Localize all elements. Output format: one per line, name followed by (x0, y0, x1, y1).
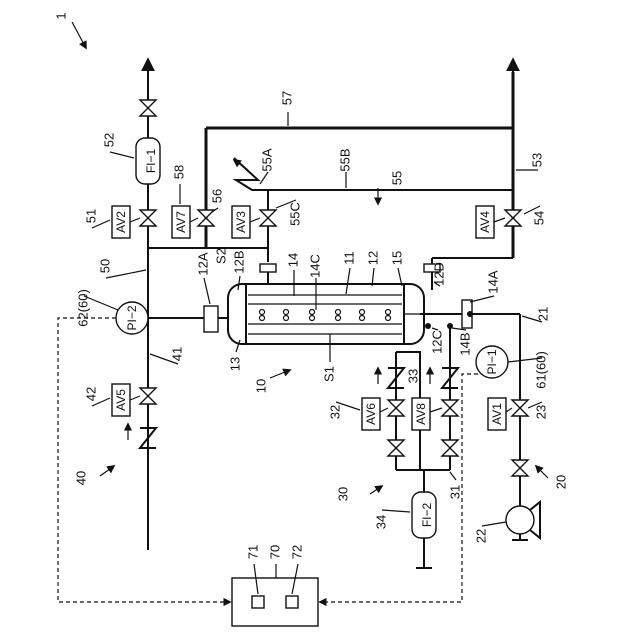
controller-70 (232, 578, 318, 626)
label-62: 62(60) (75, 289, 90, 327)
pump-22 (506, 502, 540, 538)
flange-12A (204, 306, 218, 332)
tag-AV7: AV7 (174, 211, 188, 233)
valve-32 (388, 400, 404, 416)
label-55A: 55A (259, 148, 274, 171)
label-15: 15 (389, 251, 404, 265)
unit-71 (252, 596, 264, 608)
label-33: 33 (405, 369, 420, 383)
label-34: 34 (373, 515, 388, 529)
reference-numerals: 1 57 52 58 55A 55B 55 53 56 55C 51 54 50… (53, 12, 568, 559)
label-57: 57 (279, 91, 294, 105)
label-12D: 12D (431, 262, 446, 286)
label-11: 11 (341, 251, 356, 265)
valve-33 (442, 400, 458, 416)
valve-51 (140, 210, 156, 226)
label-56: 56 (209, 189, 224, 203)
tag-AV5: AV5 (114, 389, 128, 411)
label-40: 40 (73, 471, 88, 485)
label-50: 50 (97, 259, 112, 273)
label-21: 21 (535, 307, 550, 321)
label-54: 54 (531, 211, 546, 225)
label-23: 23 (533, 405, 548, 419)
label-10: 10 (253, 379, 268, 393)
label-53: 53 (529, 153, 544, 167)
label-S2: S2 (213, 248, 228, 264)
valve-31b (442, 440, 458, 456)
tag-PI2: PI−2 (125, 305, 139, 330)
hollow-fibres (260, 310, 391, 321)
label-14: 14 (285, 253, 300, 267)
label-32: 32 (327, 405, 342, 419)
label-51: 51 (83, 209, 98, 223)
vessel-shell (228, 284, 424, 344)
tag-AV2: AV2 (114, 211, 128, 233)
label-12A: 12A (195, 252, 210, 275)
tag-AV6: AV6 (364, 403, 378, 425)
tag-PI1: PI−1 (485, 349, 499, 374)
label-13: 13 (227, 357, 242, 371)
valve-31a (388, 440, 404, 456)
label-58: 58 (171, 165, 186, 179)
label-14B: 14B (457, 332, 472, 355)
label-61: 61(60) (533, 351, 548, 389)
unit-72 (286, 596, 298, 608)
label-42: 42 (83, 387, 98, 401)
valve-top-left (140, 100, 156, 116)
label-12C: 12C (429, 330, 444, 354)
valve-20 (512, 460, 528, 476)
label-14A: 14A (485, 270, 500, 293)
label-31: 31 (447, 485, 462, 499)
label-12B: 12B (231, 250, 246, 273)
label-41: 41 (169, 347, 184, 361)
controller-box (232, 578, 318, 626)
label-fig: 1 (53, 12, 68, 19)
label-22: 22 (473, 529, 488, 543)
port-12B (260, 264, 276, 272)
valve-55C (260, 210, 276, 226)
label-55: 55 (389, 171, 404, 185)
valve-42 (140, 388, 156, 404)
tag-AV8: AV8 (414, 403, 428, 425)
label-70: 70 (267, 545, 282, 559)
label-20: 20 (553, 475, 568, 489)
label-55C: 55C (287, 202, 302, 226)
label-14C: 14C (307, 254, 322, 278)
tag-FI1: FI−1 (144, 149, 158, 174)
label-30: 30 (335, 487, 350, 501)
label-12: 12 (365, 251, 380, 265)
tag-AV1: AV1 (490, 403, 504, 425)
valve-56 (198, 210, 214, 226)
tag-FI2: FI−2 (420, 503, 434, 528)
valve-23 (512, 400, 528, 416)
valve-54 (505, 210, 521, 226)
label-S1: S1 (321, 366, 336, 382)
label-71: 71 (245, 545, 260, 559)
tag-AV4: AV4 (478, 211, 492, 233)
label-52: 52 (101, 133, 116, 147)
tag-AV3: AV3 (234, 211, 248, 233)
label-55B: 55B (337, 148, 352, 171)
label-72: 72 (289, 545, 304, 559)
